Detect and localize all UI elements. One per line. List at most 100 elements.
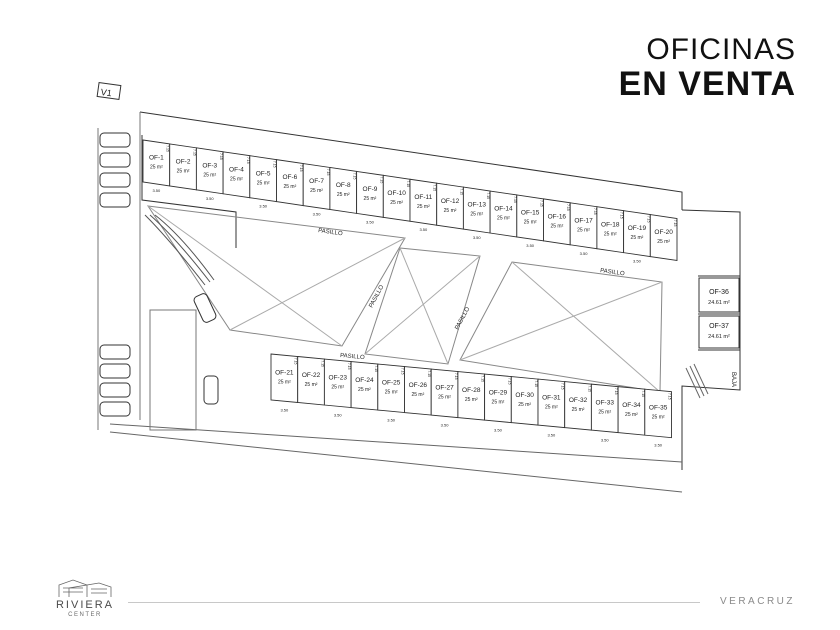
office-depth-dim: 7.15 [192,149,196,156]
office-unit[interactable]: OF-24 25 m² 7.15 [350,361,379,411]
office-area: 25 m² [550,223,563,229]
stair-baja [685,363,709,399]
office-width-dim: 3.50 [441,422,450,427]
office-depth-dim: 7.15 [433,184,437,191]
ramp-curve-3 [154,214,215,281]
office-depth-dim: 7.15 [481,375,485,382]
car-icon [99,192,131,208]
office-unit-of-36[interactable] [698,277,740,313]
office-area: 25 m² [652,415,665,421]
court-b [364,247,481,365]
office-depth-dim: 7.15 [459,188,463,195]
ramp-curve-1 [144,214,206,286]
office-depth-dim: 7.15 [374,365,378,372]
office-depth-dim: 7.15 [486,192,490,199]
office-unit[interactable]: OF-20 25 m² 7.15 [649,214,678,262]
office-unit-of-37[interactable] [698,315,740,349]
office-id: OF-20 [654,229,673,236]
office-id: OF-26 [409,382,428,389]
office-id: OF-24 [355,377,374,384]
city-label: VERACRUZ [720,596,796,607]
office-id: OF-11 [414,194,432,201]
office-unit[interactable]: OF-525 m²7.153.50 [249,155,277,209]
ramp-curve-2 [149,214,211,283]
office-area: 25 m² [604,231,617,237]
office-area: 25 m² [465,397,478,403]
office-depth-dim: 7.15 [507,378,511,385]
office-unit[interactable]: OF-625 m²7.15 [276,159,304,207]
office-width-dim: 3.50 [206,196,215,201]
office-depth-dim: 7.15 [406,180,410,187]
office-unit[interactable]: OF-825 m²7.15 [329,166,358,214]
car-icon [99,382,131,398]
office-width-dim: 3.50 [654,442,663,447]
office-width-dim: 3.50 [313,212,322,217]
office-depth-dim: 7.15 [299,165,303,172]
office-unit[interactable]: OF-325 m²7.153.50 [195,147,224,201]
office-depth-dim: 7.15 [566,204,570,211]
title-line-1: OFICINAS [646,33,796,66]
court-c [459,261,663,393]
office-area: 25 m² [364,196,377,202]
office-area: 25 m² [257,180,270,186]
office-depth-dim: 7.15 [273,161,277,168]
office-unit[interactable]: OF-125 m²7.153.50 [142,139,171,193]
office-id: OF-33 [596,400,615,407]
parking-edges [97,112,141,430]
office-area: 25 m² [358,387,371,393]
office-depth-dim: 7.15 [540,200,544,207]
office-width-dim: 3.50 [152,188,161,193]
office-unit[interactable]: OF-925 m²7.153.50 [356,170,384,224]
office-area: 25 m² [438,395,451,401]
office-area: 25 m² [577,227,590,233]
office-id: OF-36 [709,289,729,296]
office-depth-dim: 7.15 [454,373,458,380]
office-area: 25 m² [492,400,505,406]
office-unit[interactable]: OF-225 m²7.15 [169,143,197,191]
car-icon [99,363,131,379]
office-width-dim: 3.50 [419,227,428,232]
office-depth-dim: 7.15 [673,220,677,227]
riviera-logo: RIVIERA CENTER [50,577,120,625]
office-depth-dim: 7.15 [320,360,324,367]
office-area: 25 m² [283,184,296,190]
office-unit[interactable]: OF-725 m²7.153.50 [302,163,331,217]
office-area: 25 m² [385,390,398,396]
office-depth-dim: 7.15 [641,390,645,397]
office-depth-dim: 7.15 [668,393,672,400]
office-area: 25 m² [203,172,216,178]
office-width-dim: 3.50 [280,407,289,412]
office-area: 25 m² [657,239,670,245]
office-outline [644,388,672,439]
office-id: OF-15 [521,210,540,217]
office-unit[interactable]: OF-425 m²7.15 [222,151,251,199]
office-id: OF-31 [542,395,561,402]
title-block: OFICINAS EN VENTA [619,33,796,103]
